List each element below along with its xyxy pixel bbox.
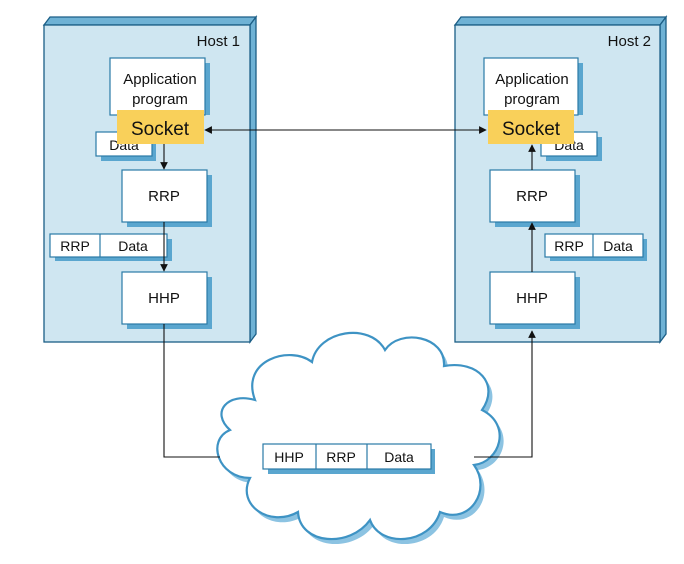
host1-title: Host 1 <box>197 33 240 50</box>
host1-rrp-box: RRP <box>121 169 212 227</box>
host2-rrp-header: RRP Data <box>544 233 647 261</box>
host2-socket-label: Socket <box>502 119 561 140</box>
host1-hhp-label: HHP <box>148 290 180 307</box>
host1-socket-label: Socket <box>131 119 190 140</box>
network-packet: HHP RRP Data <box>262 443 435 474</box>
host1-hdr-data: Data <box>118 238 148 254</box>
host2-link-from-network <box>474 330 536 458</box>
host1-hhp-box: HHP <box>121 271 212 329</box>
host2-hdr-data: Data <box>603 238 633 254</box>
host2-rrp-box: RRP <box>489 169 580 227</box>
host1-app-line2: program <box>132 91 188 108</box>
host2-application-box: Application program <box>483 57 583 116</box>
host1-rrp-label: RRP <box>148 188 180 205</box>
host2-app-line1: Application <box>495 71 568 88</box>
host2-hdr-rrp: RRP <box>554 238 584 254</box>
host1-hdr-rrp: RRP <box>60 238 90 254</box>
host1-link-to-network <box>163 324 220 458</box>
host2-title: Host 2 <box>608 33 651 50</box>
host2-socket: Socket <box>488 110 574 144</box>
packet-hdr-hhp: HHP <box>274 449 304 465</box>
host2-hhp-label: HHP <box>516 290 548 307</box>
host2-rrp-label: RRP <box>516 188 548 205</box>
host2-app-line2: program <box>504 91 560 108</box>
host2-hhp-box: HHP <box>489 271 580 329</box>
host1-socket: Socket <box>117 110 204 144</box>
host1-application-box: Application program <box>109 57 210 116</box>
network-cloud <box>216 331 504 545</box>
packet-hdr-rrp: RRP <box>326 449 356 465</box>
host1-app-line1: Application <box>123 71 196 88</box>
host1-rrp-header: RRP Data <box>49 233 172 261</box>
packet-hdr-data: Data <box>384 449 414 465</box>
